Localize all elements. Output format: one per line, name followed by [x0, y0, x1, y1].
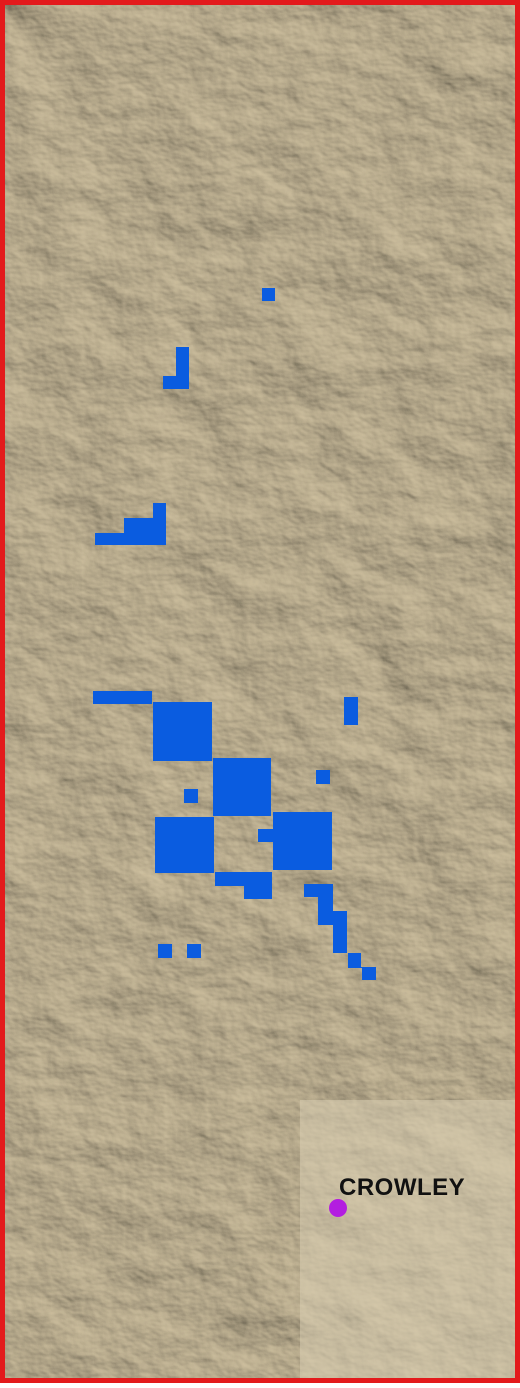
parcel[interactable] — [262, 288, 275, 301]
town-marker-crowley[interactable] — [329, 1199, 347, 1217]
town-label-crowley: CROWLEY — [339, 1174, 465, 1201]
plain-area — [300, 1100, 516, 1379]
parcel[interactable] — [344, 697, 358, 725]
parcel[interactable] — [93, 691, 152, 704]
parcel[interactable] — [153, 702, 212, 761]
parcel[interactable] — [304, 884, 376, 980]
parcel[interactable] — [213, 758, 271, 816]
parcel[interactable] — [215, 872, 272, 899]
parcel[interactable] — [155, 817, 214, 873]
parcel[interactable] — [163, 347, 189, 389]
parcel[interactable] — [184, 789, 198, 803]
parcel-group — [93, 288, 376, 980]
parcel[interactable] — [158, 944, 172, 958]
parcel[interactable] — [187, 944, 201, 958]
parcel[interactable] — [258, 812, 332, 870]
parcel[interactable] — [316, 770, 330, 784]
parcel[interactable] — [95, 503, 166, 545]
